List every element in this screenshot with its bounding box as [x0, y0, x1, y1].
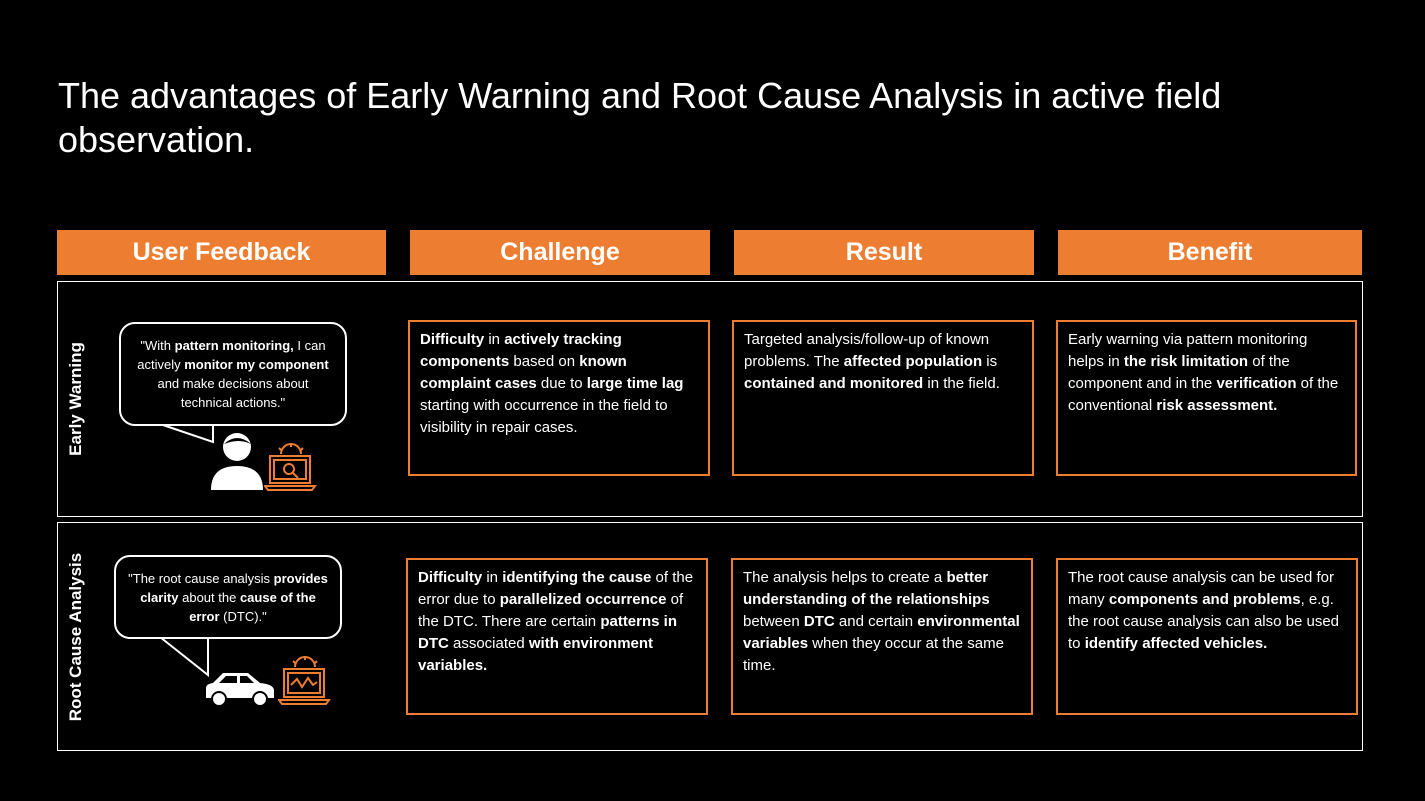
text: The analysis helps to create a: [743, 569, 947, 586]
text: is: [982, 353, 998, 370]
user-icon: [211, 433, 263, 490]
text: of the conventional: [1068, 375, 1339, 414]
text: of the DTC. There are certain: [418, 591, 684, 630]
result-box: The analysis helps to create a better un…: [731, 558, 1033, 715]
bold-text: provides clarity: [140, 570, 328, 605]
text: I can actively: [137, 338, 326, 372]
bold-text: verification: [1216, 375, 1297, 392]
bold-text: identify affected vehicles.: [1084, 635, 1268, 652]
bold-text: affected population: [843, 353, 983, 370]
bold-text: cause of the error: [189, 589, 316, 624]
header-benefit: Benefit: [1058, 230, 1362, 275]
text: in the field.: [923, 375, 1000, 392]
bold-text: Difficulty: [418, 569, 483, 586]
bold-text: components and problems: [1108, 591, 1301, 608]
text: of the error due to: [418, 569, 694, 608]
bold-text: patterns in DTC: [418, 613, 677, 652]
text: "The root cause analysis: [128, 570, 274, 586]
bold-text: contained and monitored: [744, 375, 924, 392]
bold-text: environmental variables: [743, 613, 1020, 652]
bold-text: pattern monitoring,: [174, 338, 294, 353]
text: based on: [509, 353, 580, 370]
text: Early warning via pattern monitoring hel…: [1068, 331, 1308, 370]
quote-bubble: "The root cause analysis provides clarit…: [114, 555, 342, 639]
bold-text: better understanding of the relationship…: [743, 569, 990, 608]
text: between: [743, 613, 804, 630]
text: in: [482, 569, 503, 586]
header-user-feedback: User Feedback: [57, 230, 386, 275]
text: "With: [140, 338, 175, 353]
text: of the component and in the: [1068, 353, 1290, 392]
benefit-box: Early warning via pattern monitoring hel…: [1056, 320, 1357, 476]
text: about the: [178, 589, 240, 605]
text: starting with occurrence in the field to…: [420, 397, 668, 436]
bold-text: risk assessment.: [1156, 397, 1278, 414]
bold-text: with environment variables.: [418, 635, 654, 674]
bold-text: large time lag: [586, 375, 684, 392]
bold-text: DTC: [803, 613, 835, 630]
challenge-box: Difficulty in identifying the cause of t…: [406, 558, 708, 715]
text: The root cause analysis can be used for …: [1068, 569, 1334, 608]
bold-text: Difficulty: [420, 331, 485, 348]
challenge-box: Difficulty in actively tracking componen…: [408, 320, 710, 476]
bold-text: identifying the cause: [502, 569, 652, 586]
row-early-warning: Early Warning: [57, 281, 1363, 517]
text: Targeted analysis/follow-up of known pro…: [744, 331, 990, 370]
laptop-analysis-icon: [264, 443, 317, 491]
page-title: The advantages of Early Warning and Root…: [58, 75, 1222, 160]
benefit-box: The root cause analysis can be used for …: [1056, 558, 1358, 715]
text: when they occur at the same time.: [743, 635, 1004, 674]
text: due to: [536, 375, 587, 392]
row-root-cause-analysis: Root Cause Analysis: [57, 522, 1363, 751]
car-icon: [206, 673, 274, 707]
text: and make decisions about technical actio…: [157, 376, 309, 410]
bold-text: known complaint cases: [420, 353, 627, 392]
bold-text: actively tracking components: [420, 331, 622, 370]
text: associated: [448, 635, 529, 652]
bold-text: monitor my component: [184, 357, 329, 372]
bold-text: the risk limitation: [1123, 353, 1249, 370]
text: in: [484, 331, 505, 348]
quote-bubble: "With pattern monitoring, I can actively…: [119, 322, 347, 426]
text: (DTC).": [219, 608, 267, 624]
bold-text: parallelized occurrence: [499, 591, 667, 608]
text: , e.g. the root cause analysis can also …: [1068, 591, 1340, 652]
text: and certain: [834, 613, 918, 630]
header-result: Result: [734, 230, 1034, 275]
result-box: Targeted analysis/follow-up of known pro…: [732, 320, 1034, 476]
laptop-chart-icon: [278, 656, 331, 705]
header-challenge: Challenge: [410, 230, 710, 275]
